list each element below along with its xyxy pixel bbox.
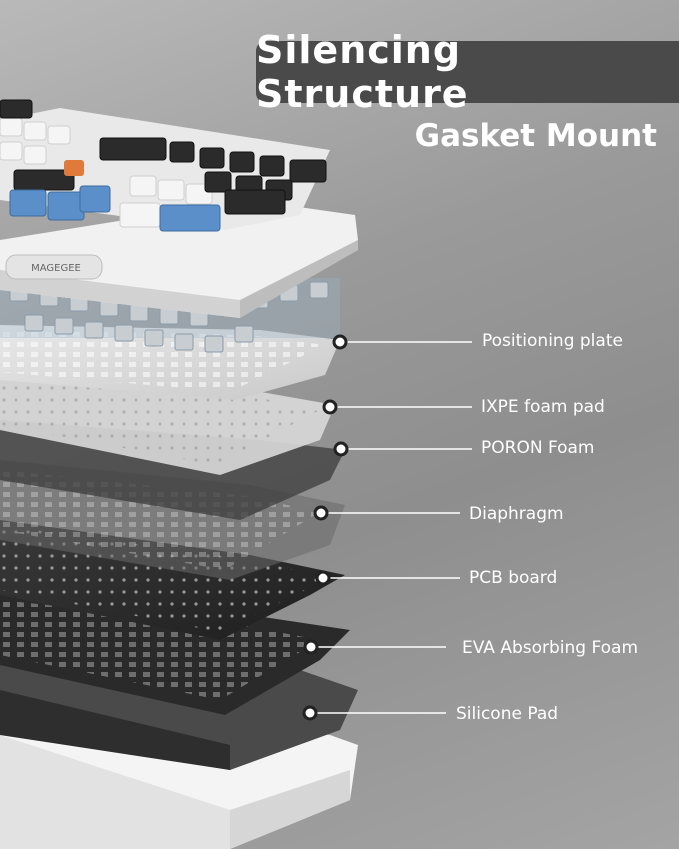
label-silicone-pad: Silicone Pad <box>456 704 559 724</box>
callout-silicone-pad <box>302 705 446 721</box>
callout-poron-foam <box>333 441 472 457</box>
brand-logo-text: MAGEGEE <box>31 263 81 274</box>
callout-positioning-plate <box>332 334 472 350</box>
label-eva-absorbing-foam: EVA Absorbing Foam <box>462 638 639 658</box>
page-title: Silencing Structure <box>256 28 469 116</box>
positioning-plate-layer <box>0 325 340 400</box>
top-case-frame: MAGEGEE <box>0 200 358 318</box>
label-positioning-plate: Positioning plate <box>482 331 623 351</box>
label-ixpe-foam-pad: IXPE foam pad <box>481 397 605 417</box>
label-poron-foam: PORON Foam <box>481 438 595 458</box>
label-diaphragm: Diaphragm <box>469 504 564 524</box>
callout-ixpe-foam <box>322 399 472 415</box>
callout-pcb-board <box>315 570 460 586</box>
keycaps <box>0 99 330 232</box>
title-banner: Silencing Structure <box>256 28 679 116</box>
callout-eva-foam <box>303 639 446 655</box>
callout-diaphragm <box>313 505 460 521</box>
page-subtitle: Gasket Mount <box>414 118 657 154</box>
label-pcb-board: PCB board <box>469 568 558 588</box>
